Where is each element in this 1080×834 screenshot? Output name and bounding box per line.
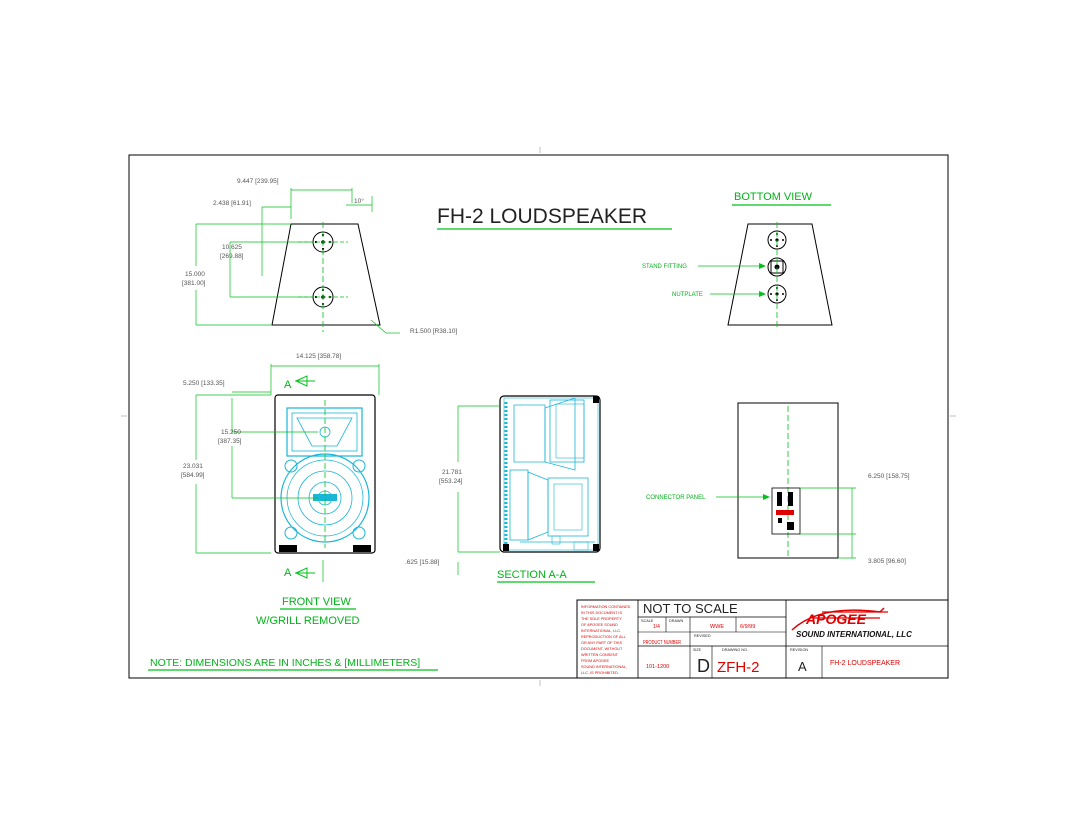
product-number-label: PRODUCT NUMBER bbox=[643, 640, 681, 646]
dim-radius: R1.500 [R38.10] bbox=[410, 328, 458, 335]
front-view-label: FRONT VIEW bbox=[282, 596, 351, 608]
dim-15250-a: 15.250 bbox=[221, 429, 241, 436]
revised-label: REVISED bbox=[694, 634, 711, 638]
confidential-line: OF APOGEE SOUND bbox=[581, 623, 618, 627]
confidential-line: INTERNATIONAL, LLC. bbox=[581, 629, 621, 633]
drawing-no: ZFH-2 bbox=[717, 659, 760, 676]
dim-top-offset: 2.438 [61.91] bbox=[213, 200, 251, 207]
revision-value: A bbox=[798, 659, 807, 674]
dim-10625-a: 10.625 bbox=[222, 244, 242, 251]
confidential-line: IN THIS DOCUMENT IS bbox=[581, 611, 622, 615]
top-view bbox=[271, 222, 381, 332]
front-view bbox=[274, 394, 376, 554]
drawing-no-label: DRAWING NO. bbox=[722, 648, 748, 652]
confidential-line: INFORMATION CONTAINED bbox=[581, 605, 631, 609]
confidential-line: DOCUMENT, WITHOUT bbox=[581, 647, 623, 651]
not-to-scale: NOT TO SCALE bbox=[643, 601, 738, 616]
confidential-line: OR ANY PART OF THIS bbox=[581, 641, 622, 645]
sheet-border bbox=[128, 154, 949, 679]
drawn-by: WWE bbox=[710, 624, 724, 630]
drawing-title: FH-2 LOUDSPEAKER bbox=[437, 205, 647, 228]
confidential-line: SOUND INTERNATIONAL, bbox=[581, 665, 627, 669]
logo-sub: SOUND INTERNATIONAL, LLC bbox=[796, 630, 912, 639]
dim-15250-b: [387.35] bbox=[218, 438, 242, 445]
confidential-line: REPRODUCTION OF ALL bbox=[581, 635, 626, 639]
revision-label: REVISION bbox=[790, 648, 808, 652]
scale-label: SCALE bbox=[641, 619, 654, 623]
drawn-date: 6/9/99 bbox=[740, 624, 755, 630]
bottom-view bbox=[727, 222, 833, 330]
dim-15000-b: [381.00] bbox=[182, 280, 206, 287]
dim-21781-b: [553.24] bbox=[439, 478, 463, 485]
confidential-line: LLC. IS PROHIBITED. bbox=[581, 671, 619, 675]
section-view-label: SECTION A-A bbox=[497, 569, 567, 581]
scale-value: 1/4 bbox=[653, 624, 660, 630]
part-name: FH-2 LOUDSPEAKER bbox=[830, 660, 900, 667]
dimension-note: NOTE: DIMENSIONS ARE IN INCHES & [MILLIM… bbox=[150, 657, 420, 669]
confidential-line: FROM APOGEE bbox=[581, 659, 610, 663]
dim-front-width: 14.125 [358.78] bbox=[296, 353, 341, 360]
callout-nutplate: NUTPLATE bbox=[672, 292, 703, 298]
dim-23031-b: [584.99] bbox=[181, 472, 205, 479]
dim-625: .625 [15.88] bbox=[405, 559, 440, 566]
apogee-logo: APOGEE SOUND INTERNATIONAL, LLC bbox=[791, 607, 912, 639]
section-marker-top: A bbox=[284, 379, 292, 391]
section-marker-bottom: A bbox=[284, 567, 292, 579]
confidential-line: WRITTEN CONSENT bbox=[581, 653, 619, 657]
dim-10625-b: [269.88] bbox=[220, 253, 244, 260]
title-block bbox=[576, 599, 949, 679]
confidential-line: THE SOLE PROPERTY bbox=[581, 617, 622, 621]
size-value: D bbox=[697, 656, 710, 676]
callout-stand-fitting: STAND FITTING bbox=[642, 264, 687, 270]
dim-front-offset: 5.250 [133.35] bbox=[183, 380, 225, 387]
front-view-sublabel: W/GRILL REMOVED bbox=[256, 615, 360, 627]
callout-connector-panel: CONNECTOR PANEL bbox=[646, 495, 706, 501]
dim-top-width: 9.447 [239.95] bbox=[237, 178, 279, 185]
drawn-label: DRAWN bbox=[669, 619, 683, 623]
bottom-view-label: BOTTOM VIEW bbox=[734, 191, 813, 203]
logo-main: APOGEE bbox=[805, 611, 867, 627]
dim-angle: 10° bbox=[354, 197, 364, 205]
confidential-notice: INFORMATION CONTAINED IN THIS DOCUMENT I… bbox=[581, 605, 631, 675]
dim-3805: 3.805 [96.60] bbox=[868, 558, 906, 565]
product-number: 101-1200 bbox=[646, 664, 669, 670]
section-view bbox=[499, 395, 601, 553]
dim-23031-a: 23.031 bbox=[183, 463, 203, 470]
dim-15000-a: 15.000 bbox=[185, 271, 205, 278]
size-label: SIZE bbox=[693, 648, 702, 652]
rear-view bbox=[737, 402, 839, 559]
dim-6250: 6.250 [158.75] bbox=[868, 473, 910, 480]
dim-21781-a: 21.781 bbox=[442, 469, 462, 476]
